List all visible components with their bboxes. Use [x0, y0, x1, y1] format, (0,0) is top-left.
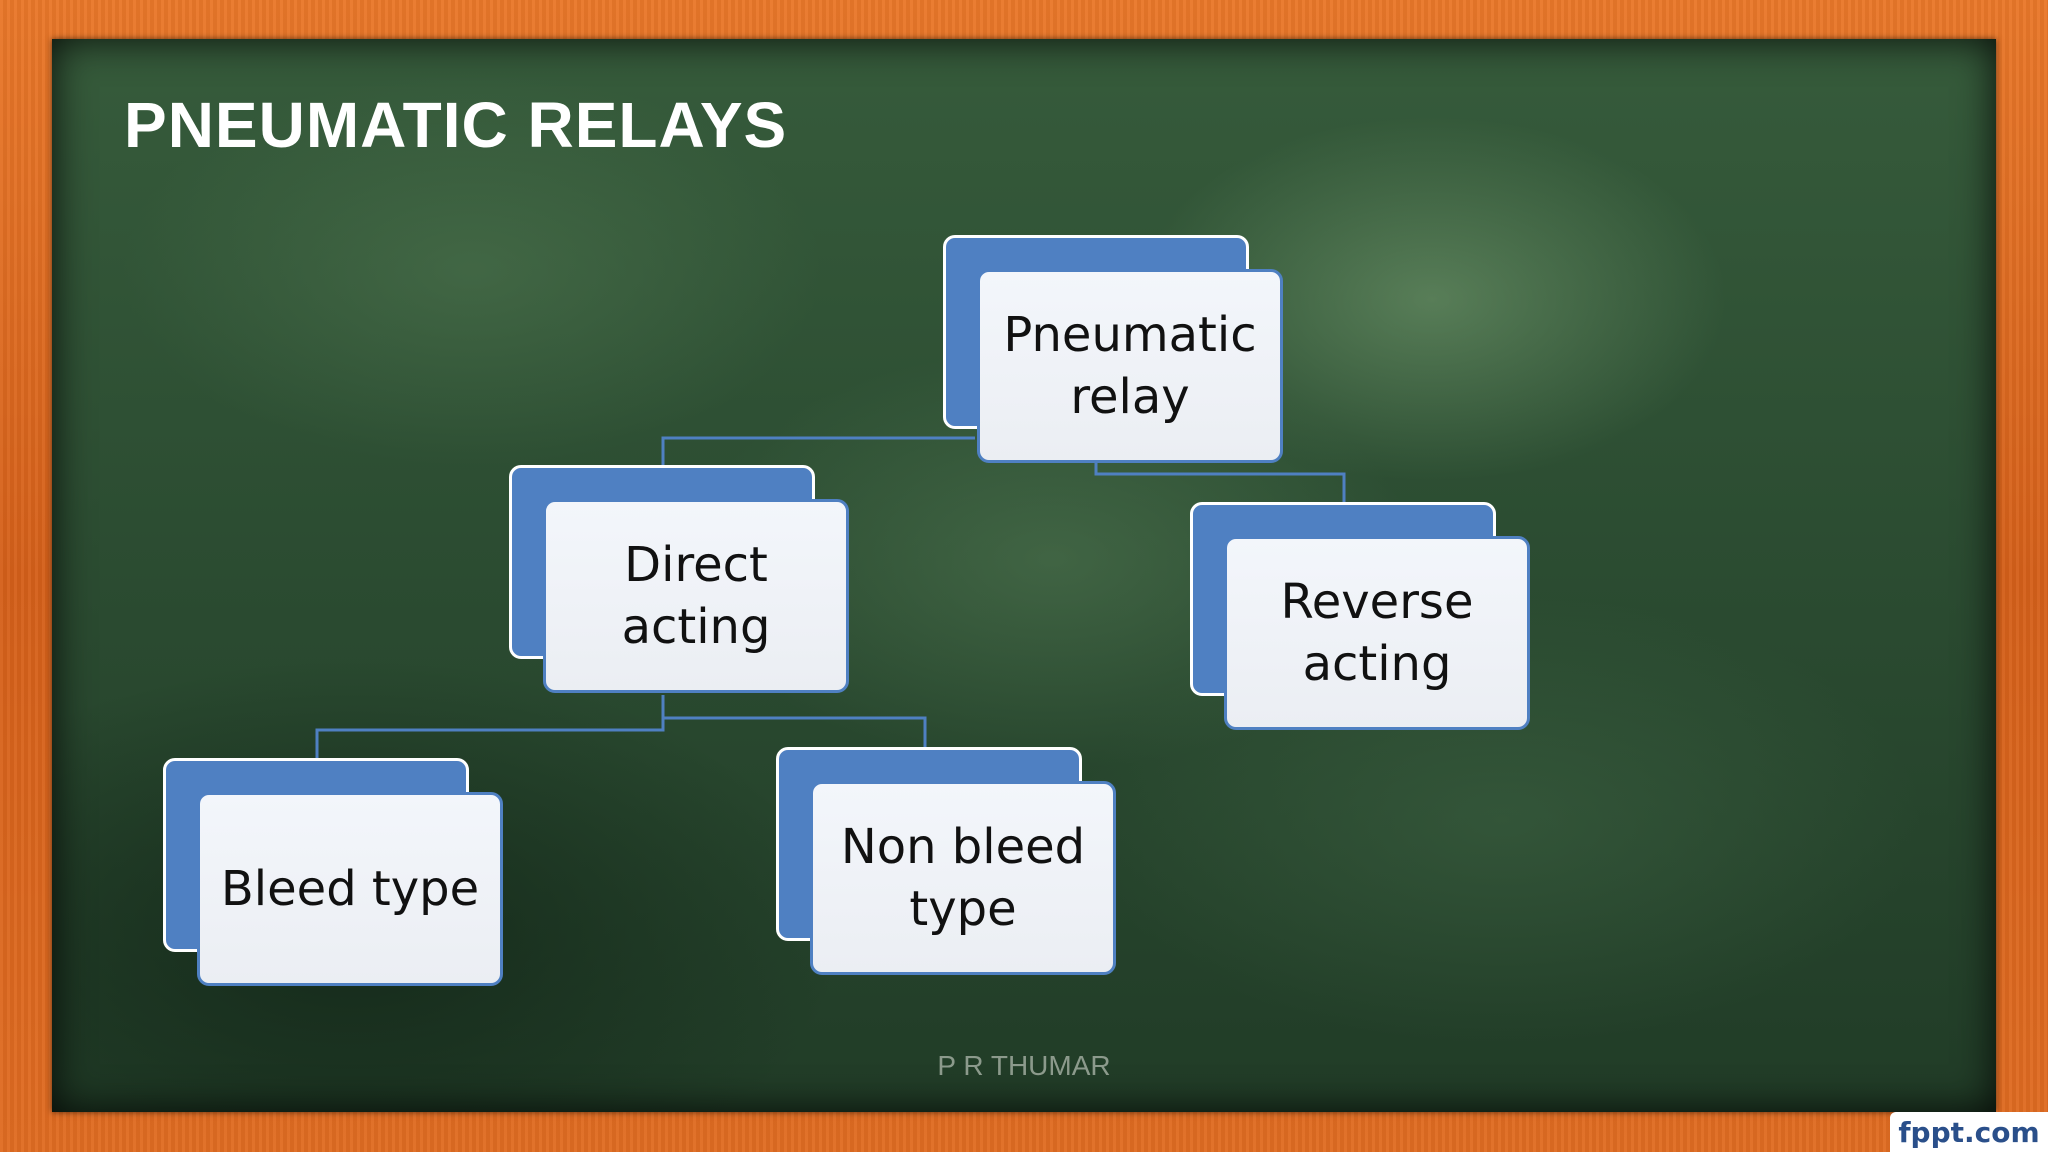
node-label: Pneumatic relay [977, 269, 1283, 463]
node-label: Bleed type [197, 792, 503, 986]
edge-direct-bleed [315, 695, 665, 758]
brand-watermark: fppt.com [1890, 1112, 2048, 1152]
edge-direct-nonbleed [661, 695, 927, 747]
node-label: Reverse acting [1224, 536, 1530, 730]
slide-title: PNEUMATIC RELAYS [124, 89, 788, 161]
edge-root-reverse [1094, 462, 1346, 502]
edge-root-direct [661, 436, 975, 465]
author-footer: P R THUMAR [937, 1050, 1111, 1081]
node-label: Non bleed type [810, 781, 1116, 975]
node-label: Direct acting [543, 499, 849, 693]
